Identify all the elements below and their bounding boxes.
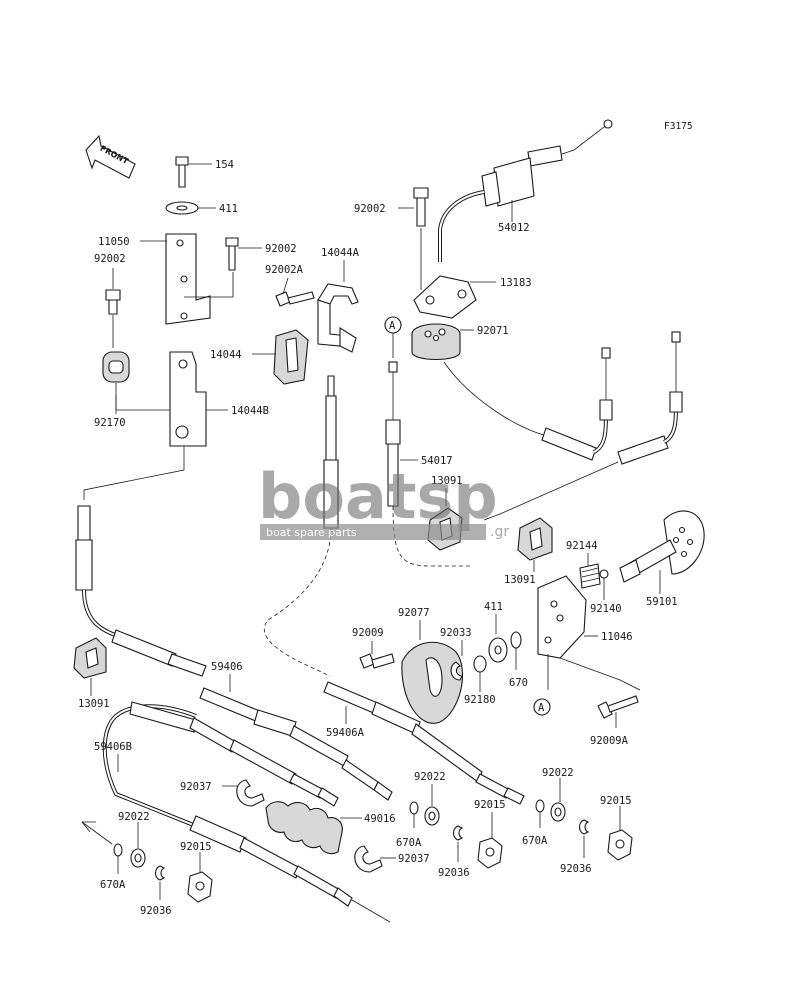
label-92002-left: 92002 <box>94 253 126 265</box>
label-92036-left: 92036 <box>140 905 172 917</box>
knob-92077 <box>401 641 464 724</box>
hardware-left <box>81 821 213 903</box>
watermark-bar <box>260 524 486 540</box>
cable-59406 <box>199 674 393 801</box>
label-92033: 92033 <box>440 627 472 639</box>
label-670A-left: 670A <box>100 879 126 891</box>
label-14044: 14044 <box>210 349 242 361</box>
label-54017: 54017 <box>421 455 453 467</box>
cable-left-upper <box>75 505 207 677</box>
clip-92037-upper <box>222 779 265 807</box>
lever-shaft-59101 <box>619 510 705 594</box>
label-411-top: 411 <box>219 203 238 215</box>
o-ring-670 <box>510 631 522 670</box>
label-13091-right: 13091 <box>504 574 536 586</box>
grommet-92071 <box>411 323 474 360</box>
label-13091-left: 13091 <box>78 698 110 710</box>
clamp-14044A <box>317 283 359 353</box>
label-92071: 92071 <box>477 325 509 337</box>
label-92036-center: 92036 <box>438 867 470 879</box>
grommet-92170 <box>102 351 172 414</box>
label-92022-right: 92022 <box>542 767 574 779</box>
label-92002-top-right: 92002 <box>354 203 386 215</box>
cable-center-vertical <box>263 375 339 677</box>
label-92009: 92009 <box>352 627 384 639</box>
ref-marker-A-top: A <box>384 316 402 358</box>
label-92002A: 92002A <box>265 264 304 276</box>
throttle-cable-54012 <box>438 119 613 262</box>
figure-ref: F3175 <box>664 121 693 132</box>
label-14044B: 14044B <box>231 405 269 417</box>
watermark: boatsp boat spare parts .gr <box>258 460 509 540</box>
label-49016: 49016 <box>364 813 396 825</box>
ref-marker-A-bottom: A <box>533 698 551 716</box>
cable-59406A <box>323 681 525 805</box>
label-154: 154 <box>215 159 234 171</box>
ref-marker-A-bottom-label: A <box>538 702 545 714</box>
label-92140: 92140 <box>590 603 622 615</box>
label-670: 670 <box>509 677 528 689</box>
label-11046: 11046 <box>601 631 633 643</box>
label-670A-center: 670A <box>396 837 422 849</box>
label-92009A: 92009A <box>590 735 629 747</box>
label-670A-right: 670A <box>522 835 548 847</box>
label-92036-right: 92036 <box>560 863 592 875</box>
label-92002-bracket: 92002 <box>265 243 297 255</box>
bolt-92002-right <box>398 187 429 290</box>
bolt-92009A <box>597 695 639 728</box>
label-92037-upper: 92037 <box>180 781 212 793</box>
hardware-center <box>409 784 503 869</box>
watermark-tagline: boat spare parts <box>266 526 357 539</box>
cushion-13091-right <box>517 517 553 572</box>
circlip-92033 <box>450 640 463 681</box>
front-arrow-icon: FRONT <box>85 134 136 179</box>
bolt-92002-left <box>184 237 262 298</box>
spring-92144 <box>579 553 609 600</box>
label-59406A: 59406A <box>326 727 365 739</box>
label-92015-right: 92015 <box>600 795 632 807</box>
washer-411-top <box>165 201 216 215</box>
bolt-154 <box>175 156 212 188</box>
label-92170: 92170 <box>94 417 126 429</box>
label-411-center: 411 <box>484 601 503 613</box>
washer-92180 <box>473 655 487 692</box>
bolt-92002-far-left <box>105 268 121 348</box>
label-54012: 54012 <box>498 222 530 234</box>
label-92180: 92180 <box>464 694 496 706</box>
bolt-92002A <box>275 277 315 307</box>
label-13091-center: 13091 <box>431 475 463 487</box>
ref-marker-A-top-label: A <box>389 320 396 332</box>
label-13183: 13183 <box>500 277 532 289</box>
clip-92037-lower <box>354 845 396 873</box>
label-92037-lower: 92037 <box>398 853 430 865</box>
plate-13183 <box>413 275 496 319</box>
hardware-right <box>535 778 633 861</box>
label-92077: 92077 <box>398 607 430 619</box>
washer-411-center <box>488 614 508 663</box>
twin-cables-right <box>443 331 683 521</box>
boot-49016 <box>265 801 362 855</box>
label-59406B: 59406B <box>94 741 132 753</box>
bolt-92009 <box>359 641 395 669</box>
bracket-11050 <box>165 233 211 325</box>
cushion-14044 <box>252 329 309 385</box>
watermark-suffix: .gr <box>490 524 509 540</box>
label-59101: 59101 <box>646 596 678 608</box>
label-92144: 92144 <box>566 540 598 552</box>
bracket-14044B <box>83 351 228 500</box>
label-92015-center: 92015 <box>474 799 506 811</box>
label-92022-left: 92022 <box>118 811 150 823</box>
label-92015-left: 92015 <box>180 841 212 853</box>
bracket-11046 <box>537 575 641 691</box>
cable-54017 <box>385 361 470 567</box>
label-59406: 59406 <box>211 661 243 673</box>
label-92022-center: 92022 <box>414 771 446 783</box>
watermark-logo: boatsp <box>258 460 498 533</box>
label-14044A: 14044A <box>321 247 360 259</box>
cable-59406B <box>102 701 391 923</box>
label-11050: 11050 <box>98 236 130 248</box>
cushion-13091-left <box>73 637 107 696</box>
